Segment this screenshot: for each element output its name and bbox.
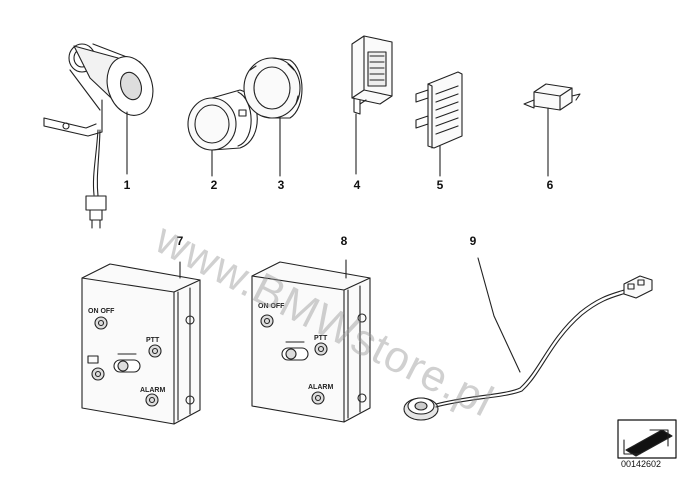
document-number: 00142602 [621, 459, 662, 469]
part-1-siren [43, 43, 154, 229]
part-5-grille [415, 71, 463, 177]
callout-3: 3 [277, 178, 285, 192]
arrow-into-box-icon [617, 419, 677, 459]
part-6-block [523, 83, 581, 177]
panel-7-on-off-label: ON OFF [88, 308, 115, 315]
part-7-control-panel [81, 261, 201, 425]
callout-9: 9 [469, 234, 477, 248]
callout-7: 7 [176, 234, 184, 248]
panel-8-on-off-label: ON OFF [258, 303, 285, 310]
part-3-nut-ring [243, 57, 303, 177]
callout-6: 6 [546, 178, 554, 192]
part-2-housing [187, 89, 258, 177]
callout-2: 2 [210, 178, 218, 192]
panel-7-ptt-label: PTT [146, 337, 160, 344]
part-8-control-panel [251, 259, 371, 423]
part-4-module [351, 35, 393, 175]
callout-4: 4 [353, 178, 361, 192]
part-9-microphone [403, 257, 653, 421]
callout-8: 8 [340, 234, 348, 248]
callout-1: 1 [123, 178, 131, 192]
callout-5: 5 [436, 178, 444, 192]
panel-8-alarm-label: ALARM [308, 384, 333, 391]
panel-8-ptt-label: PTT [314, 335, 328, 342]
panel-7-alarm-label: ALARM [140, 387, 165, 394]
